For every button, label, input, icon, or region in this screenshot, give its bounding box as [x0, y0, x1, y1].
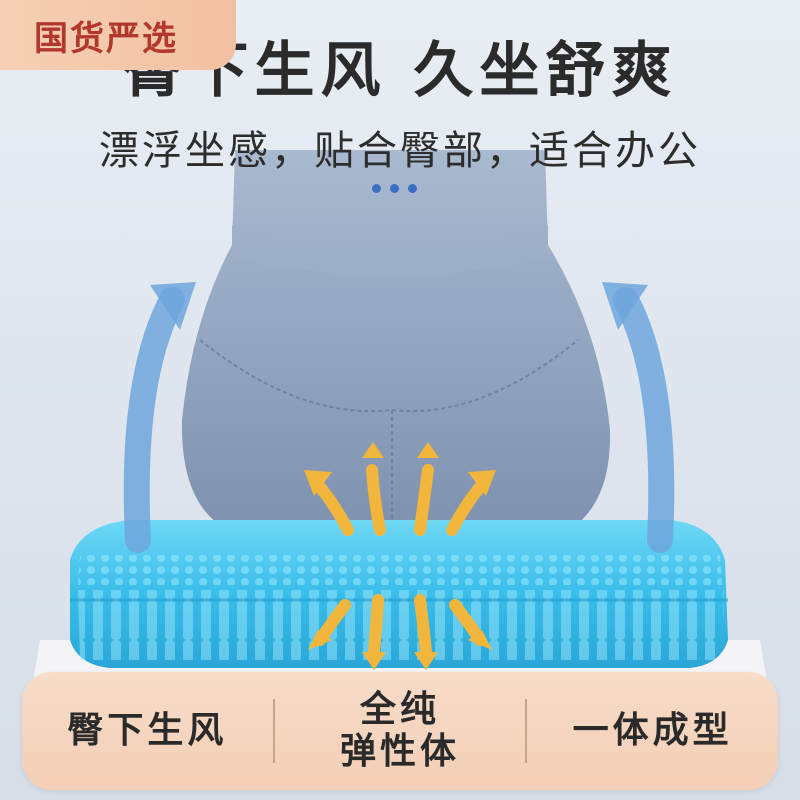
feature-material: 全纯 弹性体 [275, 689, 526, 773]
divider [525, 699, 528, 763]
divider [272, 699, 275, 763]
feature-label: 一体成型 [572, 710, 733, 751]
dot [408, 184, 417, 193]
feature-label: 臀下生风 [67, 710, 228, 751]
body-figure [181, 150, 611, 535]
waistband [232, 225, 548, 275]
badge-text: 国货严选 [34, 18, 178, 59]
left-blue-arrow [123, 287, 185, 553]
right-blue-arrow [613, 287, 675, 553]
subheadline: 漂浮坐感，贴合臀部，适合办公 [99, 128, 701, 174]
dot [372, 184, 381, 193]
feature-label-line2: 弹性体 [340, 731, 461, 772]
dot [390, 184, 399, 193]
feature-one-piece: 一体成型 [527, 710, 778, 752]
feature-bar: 臀下生风 全纯 弹性体 一体成型 [22, 672, 778, 790]
airflow-up-arrows [312, 464, 488, 536]
dots-indicator [372, 184, 417, 193]
feature-label: 全纯 [360, 689, 441, 730]
feature-ventilation: 臀下生风 [22, 710, 273, 752]
seam-line [199, 339, 579, 413]
brand-badge: 国货严选 [0, 0, 236, 70]
